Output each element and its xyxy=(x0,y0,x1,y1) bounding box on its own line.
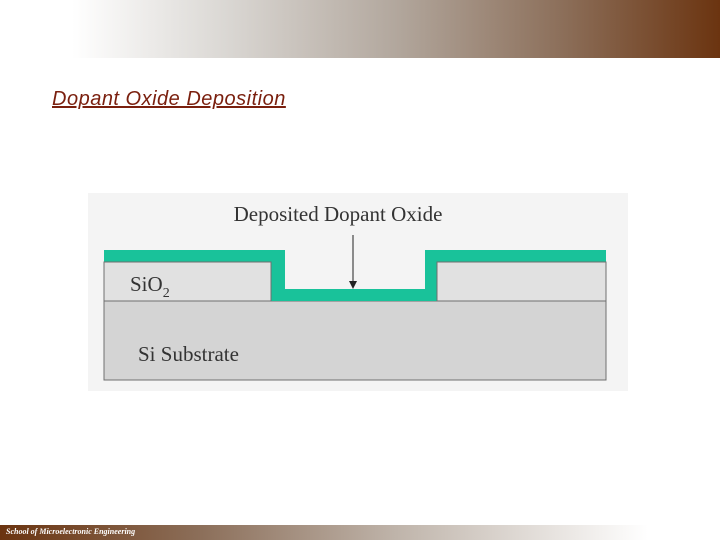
sio2-right-block xyxy=(436,261,607,302)
substrate-label: Si Substrate xyxy=(138,342,239,366)
sio2-label-base: SiO xyxy=(130,272,163,296)
deposited-oxide-label: Deposited Dopant Oxide xyxy=(234,202,443,226)
sio2-left-block xyxy=(103,261,272,302)
header-gradient-bar xyxy=(0,0,720,58)
footer-text: School of Microelectronic Engineering xyxy=(6,527,136,536)
footer-gradient-bar xyxy=(0,525,720,540)
slide-title: Dopant Oxide Deposition xyxy=(52,88,286,110)
sio2-label: SiO2 xyxy=(130,272,170,301)
si-substrate-layer xyxy=(103,300,607,381)
arrow-head-icon xyxy=(349,281,357,289)
deposition-diagram: Deposited Dopant Oxide SiO2 Si Substrate xyxy=(88,193,628,391)
sio2-label-subscript: 2 xyxy=(163,286,170,301)
